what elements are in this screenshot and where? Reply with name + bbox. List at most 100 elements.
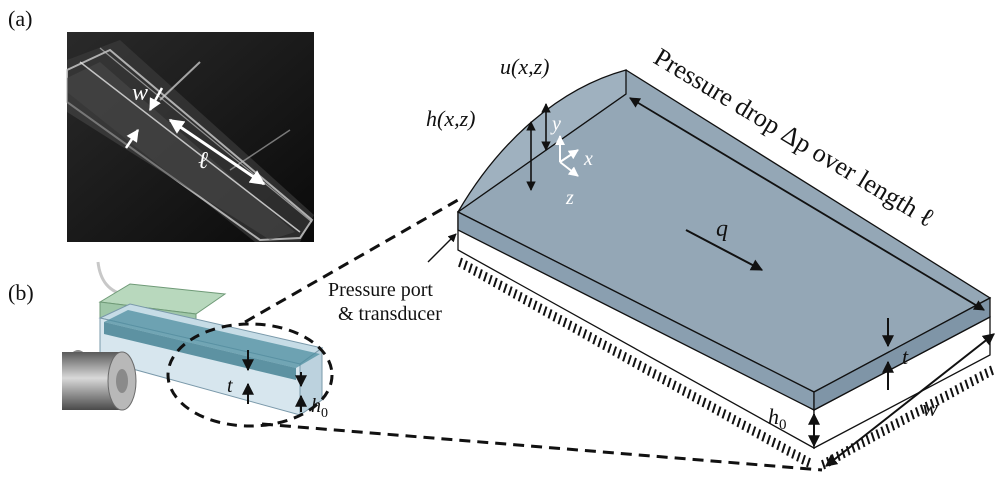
photo-length-arrow	[168, 118, 266, 186]
hatch-mark	[914, 407, 920, 417]
hatch-mark	[875, 429, 881, 439]
hatch-mark	[701, 397, 707, 408]
hatch-mark	[726, 411, 732, 422]
zoom-line-bottom	[261, 422, 823, 472]
hatch-mark	[721, 409, 727, 419]
hatch-mark	[567, 320, 573, 331]
hatch-mark	[676, 383, 682, 394]
hatch-mark	[686, 389, 692, 399]
hatch-mark	[502, 283, 508, 294]
hatch-mark	[905, 412, 910, 423]
hatch-mark	[522, 294, 528, 305]
hatch-mark	[786, 446, 792, 456]
hatch-mark	[776, 440, 782, 451]
panel-label-a: (a)	[8, 6, 32, 31]
hatch-mark	[796, 451, 802, 462]
hatch-mark	[656, 371, 662, 382]
hatch-mark	[617, 349, 623, 359]
gap-height-label: h(x,z)	[426, 106, 475, 131]
hatch-mark	[627, 354, 632, 365]
hatch-mark	[482, 271, 488, 282]
hatch-mark	[487, 274, 493, 285]
hatch-mark	[477, 269, 483, 279]
hatch-mark	[731, 414, 737, 425]
hatch-mark	[681, 386, 687, 396]
hatch-mark	[806, 457, 811, 468]
zoom-line-top	[244, 198, 459, 324]
hatch-mark	[696, 394, 702, 405]
hatch-mark	[736, 417, 742, 428]
axis-y-label: y	[550, 113, 561, 135]
hatch-mark	[552, 311, 558, 322]
hatch-mark	[612, 346, 618, 356]
hatch-mark	[885, 423, 891, 434]
hatch-mark	[964, 379, 970, 390]
hatch-mark	[900, 415, 906, 426]
hatch-mark	[507, 286, 513, 296]
hatch-mark	[542, 306, 548, 316]
hatch-mark	[646, 366, 652, 376]
hatch-mark	[557, 314, 563, 325]
hatch-mark	[756, 429, 762, 439]
hatch-mark	[959, 382, 965, 392]
hatch-mark	[691, 391, 697, 402]
flow-label: q	[716, 216, 728, 242]
device-t-label: t	[227, 375, 233, 397]
hatch-mark	[860, 437, 866, 448]
hatch-mark	[821, 459, 826, 470]
hatch-mark	[771, 437, 777, 448]
hatch-mark	[597, 337, 603, 348]
hatch-mark	[527, 297, 533, 308]
hatch-mark	[637, 360, 642, 371]
hatch-mark	[517, 291, 523, 302]
hatch-mark	[706, 400, 712, 411]
hatch-mark	[865, 434, 871, 445]
hatch-mark	[746, 423, 752, 434]
hatch-mark	[532, 300, 538, 311]
hatch-mark	[582, 329, 588, 339]
velocity-label: u(x,z)	[500, 54, 549, 79]
hatch-mark	[711, 403, 717, 414]
hatch-mark	[666, 377, 672, 388]
hatch-mark	[492, 277, 498, 288]
channel-schematic: y x z q t h0 w u(x,z) h(x,z) Pressure dr…	[328, 42, 995, 470]
axis-x-label: x	[583, 148, 593, 170]
hatch-mark	[661, 374, 667, 385]
wall-hatching-left	[458, 257, 811, 468]
hatch-mark	[939, 393, 945, 403]
hatch-mark	[547, 309, 553, 319]
zoom-ellipse	[166, 322, 334, 428]
hatch-mark	[944, 390, 950, 401]
hatch-mark	[870, 432, 876, 442]
thickness-t-label: t	[902, 344, 909, 369]
hatch-mark	[890, 420, 896, 431]
panel-label-b: (b)	[8, 280, 34, 305]
hatch-mark	[572, 323, 578, 334]
hatch-mark	[766, 434, 772, 445]
hatch-mark	[989, 365, 994, 376]
hatch-mark	[880, 426, 886, 437]
hatch-mark	[741, 420, 747, 431]
hatch-mark	[467, 263, 473, 274]
hatch-mark	[651, 369, 657, 379]
hatch-mark	[622, 351, 628, 362]
hatch-mark	[909, 409, 915, 420]
hatch-mark	[607, 343, 613, 354]
hatch-mark	[577, 326, 583, 336]
pressure-port-label-line1: Pressure port	[328, 279, 433, 301]
hatch-mark	[632, 357, 637, 368]
hatch-mark	[954, 385, 960, 395]
axis-z-label: z	[565, 187, 574, 209]
hatch-mark	[497, 280, 503, 291]
hatch-mark	[781, 443, 787, 454]
hatch-mark	[562, 317, 568, 328]
hatch-mark	[472, 266, 478, 276]
hatch-mark	[716, 406, 722, 416]
photo-length-label: ℓ	[198, 148, 208, 174]
hatch-mark	[458, 257, 463, 268]
hatch-mark	[761, 431, 767, 442]
hatch-mark	[671, 380, 677, 391]
hatch-mark	[791, 449, 797, 459]
hatch-mark	[984, 368, 990, 379]
